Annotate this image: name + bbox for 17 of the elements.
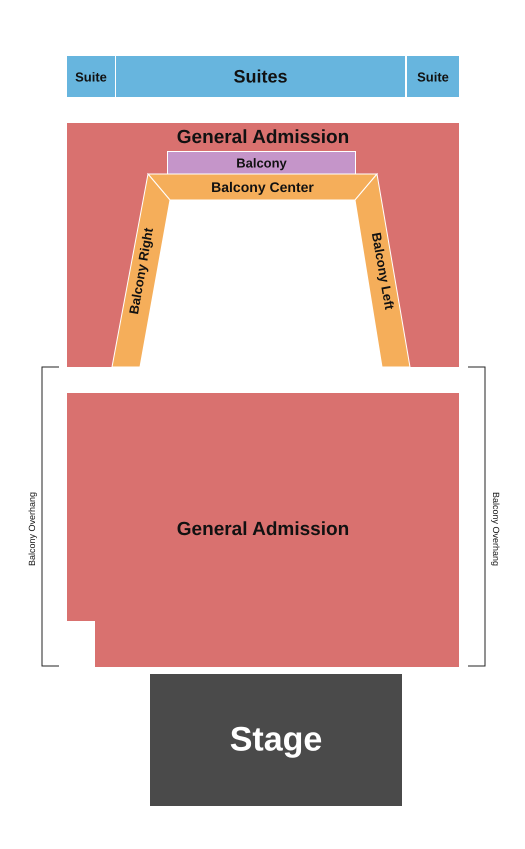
section-label: Suite: [417, 69, 449, 84]
section-label: Balcony Right: [126, 226, 156, 315]
section-label: Balcony: [236, 156, 287, 170]
section-label: Stage: [230, 720, 322, 760]
section-label: Suites: [233, 66, 288, 87]
section-label: Balcony Center: [211, 179, 314, 195]
suite-section: [67, 56, 115, 97]
overhang-label: Balcony Overhang: [491, 492, 501, 566]
section-label: Balcony Left: [368, 230, 397, 310]
suite-section: [407, 56, 459, 97]
section-label: General Admission: [176, 127, 350, 149]
section-label: General Admission: [176, 519, 350, 541]
section-label: Suite: [75, 69, 107, 84]
suites-section: [116, 56, 405, 97]
stage-area: [150, 674, 402, 806]
overhang-label: Balcony Overhang: [27, 492, 37, 566]
balcony-section: [168, 152, 355, 174]
